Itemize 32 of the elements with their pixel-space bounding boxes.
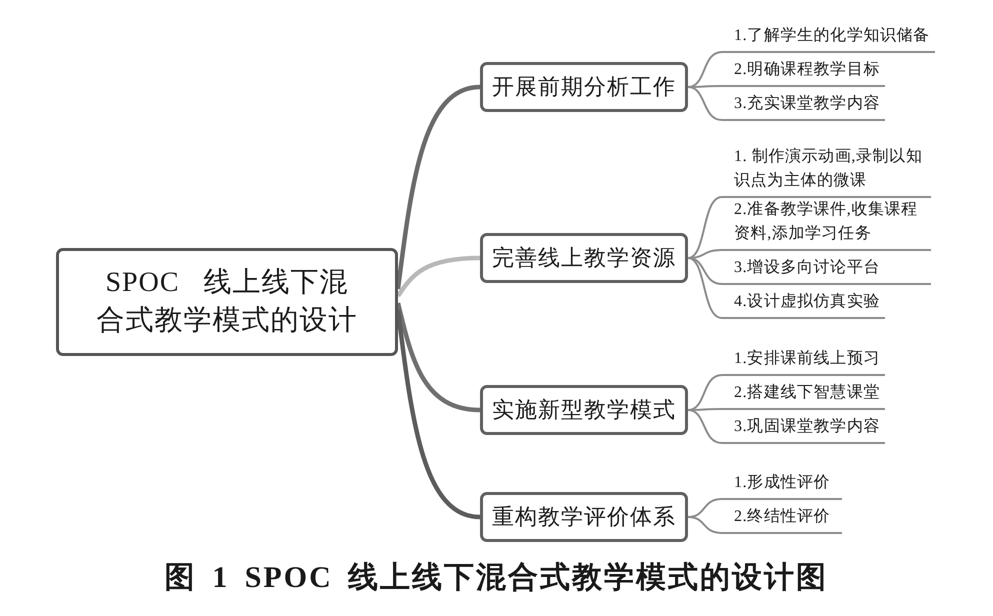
connector-line — [688, 85, 722, 88]
branch-box: 重构教学评价体系 — [480, 492, 688, 542]
underlined-item: 3.充实课堂教学内容 — [722, 92, 885, 121]
connector-line — [688, 86, 722, 121]
underlined-item: 2.准备教学课件,收集课程资料,添加学习任务 — [722, 198, 931, 251]
connector-line — [688, 374, 722, 411]
branch-box: 完善线上教学资源 — [480, 233, 688, 283]
underlined-item: 2.搭建线下智慧课堂 — [722, 381, 885, 410]
branch-line — [396, 310, 480, 520]
underlined-item: 3.增设多向讨论平台 — [722, 256, 931, 285]
connector-line — [688, 516, 722, 534]
underlined-item: 3.巩固课堂教学内容 — [722, 415, 885, 444]
underlined-item: 1.形成性评价 — [722, 471, 842, 500]
branch-line — [396, 256, 480, 298]
connector-line — [688, 196, 722, 259]
branch-box: 开展前期分析工作 — [480, 62, 688, 112]
underlined-item: 4.设计虚拟仿真实验 — [722, 290, 885, 319]
connector-line — [688, 409, 722, 444]
branch-line — [396, 84, 480, 290]
connector-line — [688, 51, 722, 88]
underlined-item: 1.了解学生的化学知识储备 — [722, 24, 935, 53]
connector-line — [688, 408, 722, 411]
underlined-item: 2.明确课程教学目标 — [722, 58, 885, 87]
connector-line — [688, 257, 722, 285]
underlined-item: 1. 制作演示动画,录制以知识点为主体的微课 — [722, 145, 931, 198]
underlined-item: 2.终结性评价 — [722, 505, 842, 534]
caption: 图 1 SPOC 线上线下混合式教学模式的设计图 — [164, 560, 830, 596]
topic-box: SPOC 线上线下混合式教学模式的设计 — [56, 248, 398, 356]
connector-line — [688, 257, 722, 319]
underlined-item: 1.安排课前线上预习 — [722, 347, 885, 376]
branch-line — [396, 302, 480, 412]
branch-box: 实施新型教学模式 — [480, 385, 688, 435]
